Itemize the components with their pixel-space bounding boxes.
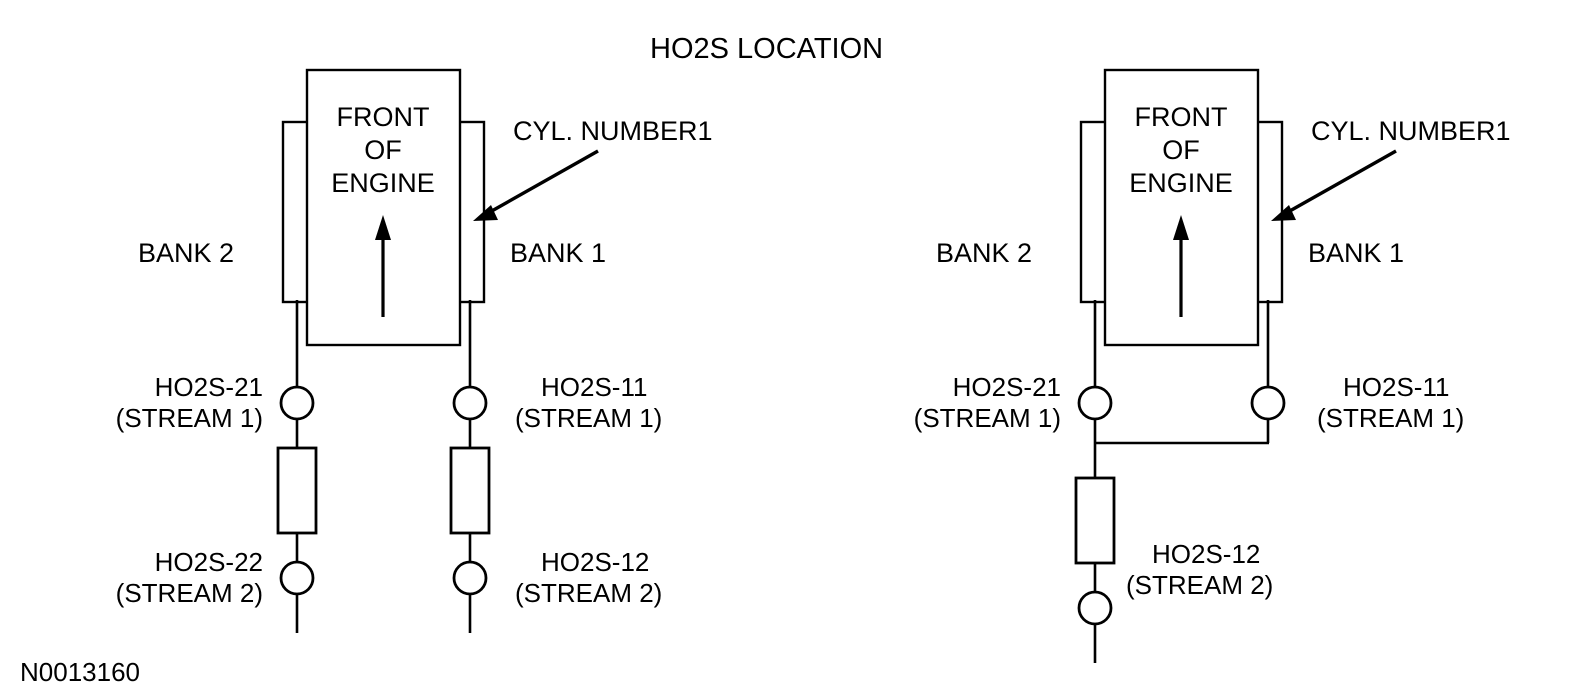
sensor-ho2s-11 xyxy=(1250,385,1286,421)
engine-block-line-2: OF xyxy=(1162,135,1200,165)
callout-label: CYL. NUMBER1 xyxy=(1311,116,1511,146)
callout-arrow-head xyxy=(1271,205,1296,221)
callout-arrow-shaft xyxy=(1287,149,1397,214)
callout-arrow-head xyxy=(473,205,498,221)
engine-block-line-2: OF xyxy=(364,135,402,165)
sensor-ho2s-21 xyxy=(1077,385,1113,421)
label-ho2s-22-line2: (STREAM 2) xyxy=(116,578,263,608)
common-catalytic-converter xyxy=(1074,476,1116,565)
label-ho2s-22-line1: HO2S-22 xyxy=(155,547,263,577)
label-ho2s-21-line1: HO2S-21 xyxy=(155,372,263,402)
sensor-ho2s-22 xyxy=(279,560,315,596)
diagram-single-converter-layout: FRONT OF ENGINE CYL. NUMBER1 xyxy=(914,68,1511,663)
bank1-label: BANK 1 xyxy=(1308,238,1404,268)
page-title: HO2S LOCATION xyxy=(650,33,883,65)
label-ho2s-21-line2: (STREAM 1) xyxy=(116,403,263,433)
label-ho2s-12-line2: (STREAM 2) xyxy=(515,578,662,608)
diagram-dual-converter-layout: FRONT OF ENGINE xyxy=(116,68,713,633)
bank2-label: BANK 2 xyxy=(138,238,234,268)
bank1-label: BANK 1 xyxy=(510,238,606,268)
sensor-ho2s-12 xyxy=(452,560,488,596)
label-ho2s-12-line1: HO2S-12 xyxy=(541,547,649,577)
engine-block-line-1: FRONT xyxy=(337,102,430,132)
engine-block-line-3: ENGINE xyxy=(1129,168,1233,198)
bank2-manifold xyxy=(1079,120,1109,304)
bank1-manifold xyxy=(1254,120,1284,304)
label-ho2s-11-line2: (STREAM 1) xyxy=(1317,403,1464,433)
sensor-ho2s-21 xyxy=(279,385,315,421)
front-of-engine-arrow-head xyxy=(375,215,391,240)
callout-label: CYL. NUMBER1 xyxy=(513,116,713,146)
reference-number: N0013160 xyxy=(20,657,140,687)
label-ho2s-21-line1: HO2S-21 xyxy=(953,372,1061,402)
engine-block-line-3: ENGINE xyxy=(331,168,435,198)
label-ho2s-11-line1: HO2S-11 xyxy=(1343,372,1449,402)
engine-block-line-1: FRONT xyxy=(1135,102,1228,132)
bank1-catalytic-converter xyxy=(449,446,491,535)
label-ho2s-11-line1: HO2S-11 xyxy=(541,372,647,402)
sensor-ho2s-12 xyxy=(1077,590,1113,626)
sensor-ho2s-11 xyxy=(452,385,488,421)
label-ho2s-21-line2: (STREAM 1) xyxy=(914,403,1061,433)
front-of-engine-arrow-head xyxy=(1173,215,1189,240)
bank2-catalytic-converter xyxy=(276,446,318,535)
label-ho2s-12-line2: (STREAM 2) xyxy=(1126,570,1273,600)
bank2-label: BANK 2 xyxy=(936,238,1032,268)
label-ho2s-12-line1: HO2S-12 xyxy=(1152,539,1260,569)
callout-arrow-shaft xyxy=(489,149,599,214)
bank1-manifold xyxy=(456,120,486,304)
label-ho2s-11-line2: (STREAM 1) xyxy=(515,403,662,433)
bank2-manifold xyxy=(281,120,311,304)
